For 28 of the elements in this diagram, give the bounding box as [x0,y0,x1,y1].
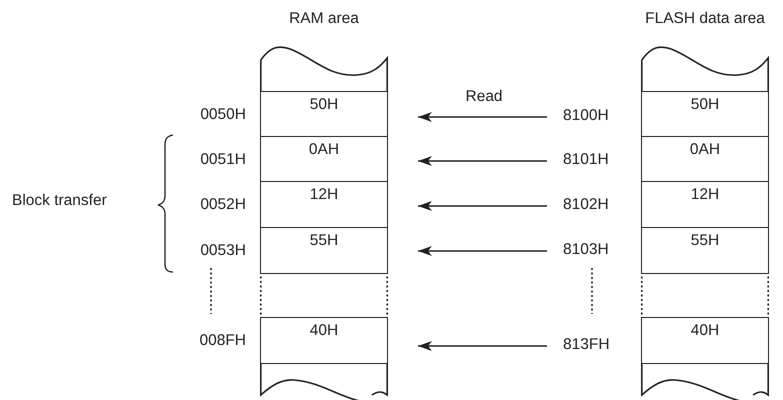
column-heading: RAM area [288,10,360,28]
address-label: 0053H [199,242,246,260]
address-label: 008FH [198,332,246,350]
column-heading: FLASH data area [644,10,766,28]
arrow [418,112,547,122]
memory-cell: 40H [260,317,388,364]
memory-cell: 40H [641,317,769,364]
memory-cell: 50H [260,91,388,138]
address-label: 8103H [563,241,629,261]
memory-cell: 12H [641,181,769,228]
address-label: 8100H [563,107,629,127]
memory-cell: 55H [641,227,769,274]
memory-cell: 0AH [260,136,388,183]
arrow [418,341,547,351]
arrow [418,246,547,256]
memory-cell: 0AH [641,136,769,183]
memory-cell: 12H [260,181,388,228]
arrow [418,156,547,166]
memory-cell: 50H [641,91,769,138]
address-label: 0052H [199,196,246,214]
group-label: Block transfer [12,192,107,210]
address-label: 0050H [199,106,246,124]
address-label: 0051H [199,151,246,169]
address-label: 8101H [563,151,629,171]
arrow [418,201,547,211]
memory-cell: 55H [260,227,388,274]
address-label: 8102H [563,196,629,216]
address-label: 813FH [563,336,629,356]
